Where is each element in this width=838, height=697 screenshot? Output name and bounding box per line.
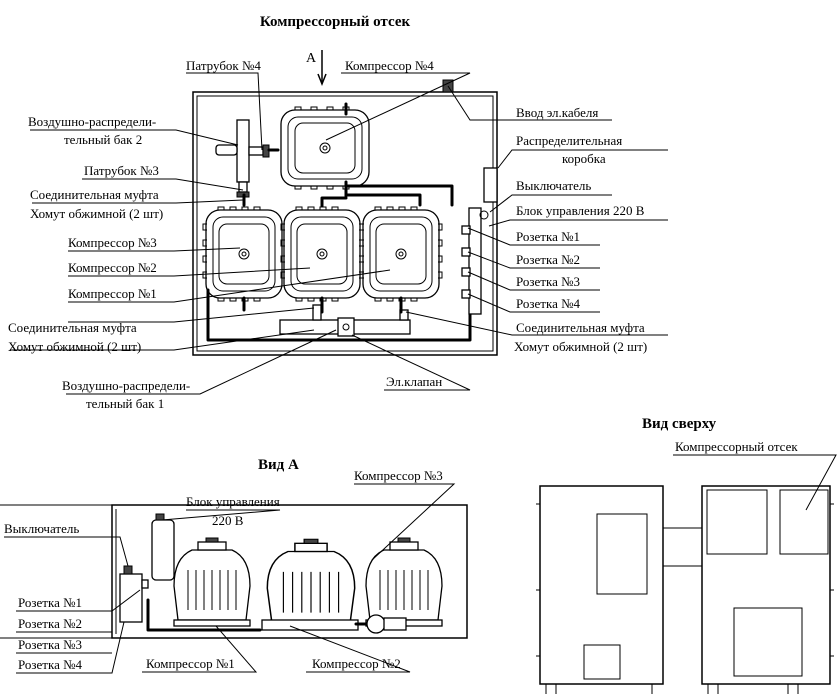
label-bak2-l2: тельный бак 2 [64, 132, 142, 147]
label-compressor3: Компрессор №3 [68, 235, 157, 250]
label-rozetka3: Розетка №3 [516, 274, 580, 289]
compressor-3-side [365, 537, 443, 627]
label-mufta1-l1: Соединительная муфта [30, 187, 159, 202]
va-label-rozetka2: Розетка №2 [18, 616, 82, 631]
label-raspr-l1: Распределительная [516, 133, 622, 148]
arrow-a-label: А [306, 51, 317, 66]
label-mufta1-l2: Хомут обжимной (2 шт) [30, 206, 163, 221]
label-vvod: Ввод эл.кабеля [516, 105, 598, 120]
compressor-4-top [280, 106, 370, 190]
view-top-title: Вид сверху [642, 416, 717, 432]
label-compressor2: Компрессор №2 [68, 260, 157, 275]
top-diagram: Патрубок №4 Компрессор №4 Воздушно-распр… [8, 58, 668, 411]
va-label-blok-l1: Блок управления [186, 494, 280, 509]
label-bak2-l1: Воздушно-распредели- [28, 114, 156, 129]
va-label-compressor1: Компрессор №1 [146, 656, 235, 671]
view-top-diagram: Компрессорный отсек [536, 439, 837, 694]
compressor-1-side [173, 537, 251, 627]
label-blok: Блок управления 220 В [516, 203, 645, 218]
label-raspr-l2: коробка [562, 151, 606, 166]
label-bak1-l2: тельный бак 1 [86, 396, 164, 411]
label-mufta2-l1: Соединительная муфта [8, 320, 137, 335]
view-a-title: Вид А [258, 457, 299, 473]
label-compressor1: Компрессор №1 [68, 286, 157, 301]
junction-box [483, 167, 498, 203]
va-label-rozetka4: Розетка №4 [18, 657, 83, 672]
label-rozetka2: Розетка №2 [516, 252, 580, 267]
view-a-diagram: Блок управления 220 В Компрессор №3 Выкл… [0, 468, 468, 674]
compressor-2-side [266, 538, 356, 630]
label-klapan: Эл.клапан [386, 374, 442, 389]
control-panel [461, 207, 489, 315]
label-vykl: Выключатель [516, 178, 591, 193]
label-mufta3-l2: Хомут обжимной (2 шт) [514, 339, 647, 354]
label-rozetka1: Розетка №1 [516, 229, 580, 244]
va-label-blok-l2: 220 В [212, 513, 244, 528]
va-label-vykl: Выключатель [4, 521, 79, 536]
view-arrow-a: А [306, 50, 327, 87]
va-label-rozetka1: Розетка №1 [18, 595, 82, 610]
vt-label-otsek: Компрессорный отсек [675, 439, 798, 454]
label-patrubok4: Патрубок №4 [186, 58, 261, 73]
label-mufta2-l2: Хомут обжимной (2 шт) [8, 339, 141, 354]
label-patrubok3: Патрубок №3 [84, 163, 159, 178]
label-compressor4: Компрессор №4 [345, 58, 434, 73]
compressor-1-top [359, 206, 443, 302]
label-mufta3-l1: Соединительная муфта [516, 320, 645, 335]
label-rozetka4: Розетка №4 [516, 296, 581, 311]
va-label-compressor3: Компрессор №3 [354, 468, 443, 483]
label-bak1-l1: Воздушно-распредели- [62, 378, 190, 393]
va-label-compressor2: Компрессор №2 [312, 656, 401, 671]
compressor-2-top [280, 206, 364, 302]
main-title: Компрессорный отсек [260, 14, 411, 30]
va-label-rozetka3: Розетка №3 [18, 637, 82, 652]
